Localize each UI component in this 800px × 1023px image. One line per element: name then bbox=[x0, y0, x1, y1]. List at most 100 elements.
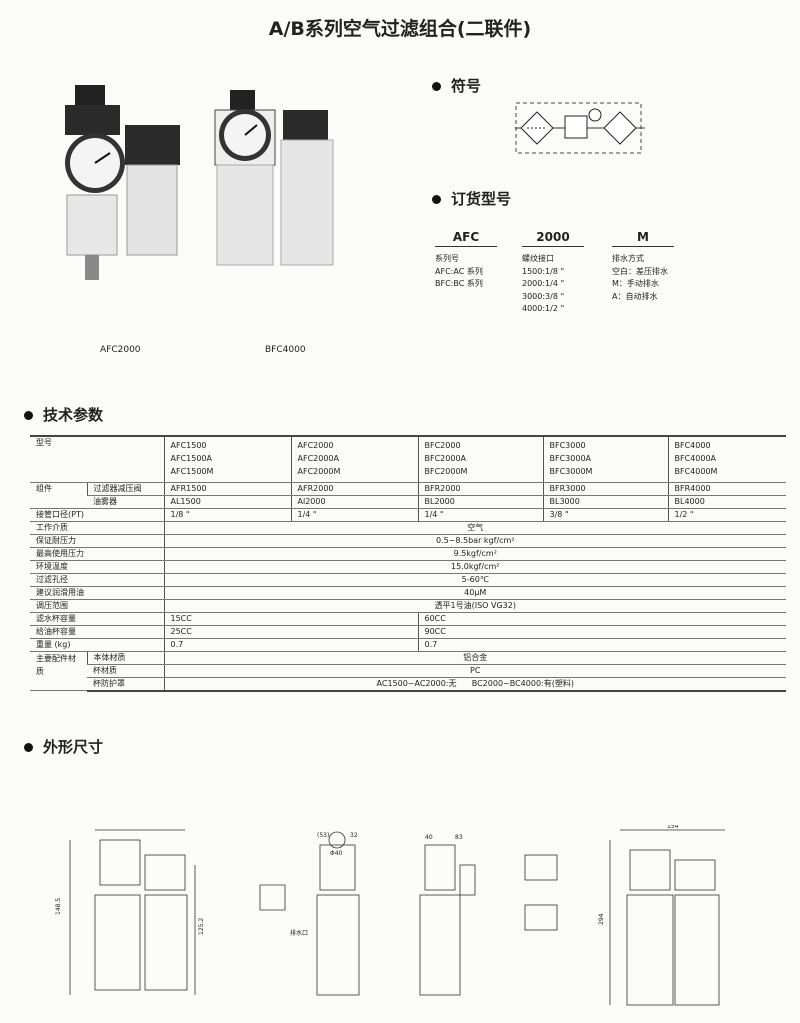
sub-label: 过滤器减压阀 bbox=[86, 481, 164, 496]
cell: 空气 bbox=[163, 520, 786, 535]
cell: 1/4 " bbox=[290, 507, 418, 522]
row-label: 工作介质 bbox=[30, 520, 164, 535]
cell: PC bbox=[163, 663, 786, 678]
product-photos bbox=[65, 85, 334, 280]
product-caption: AFC2000 bbox=[100, 345, 141, 355]
cell: 铝合金 bbox=[163, 650, 786, 665]
afc2000-photo bbox=[65, 85, 180, 280]
order-code: M bbox=[612, 230, 674, 247]
bfc4000-photo bbox=[214, 90, 334, 266]
order-drain: M 排水方式 空白：差压排水 M：手动排水 A：自动排水 bbox=[612, 230, 674, 303]
order-line: 1500:1/8 " bbox=[522, 266, 565, 276]
bullet-icon bbox=[432, 195, 441, 204]
dim-label: 40 bbox=[425, 834, 433, 841]
drawing-b-front bbox=[419, 844, 476, 996]
order-line: 3000:3/8 " bbox=[522, 291, 565, 301]
cell: 9.5kgf/cm² bbox=[163, 546, 786, 561]
row-label: 环境温度 bbox=[30, 559, 164, 574]
dim-label: (53) bbox=[317, 832, 329, 839]
dim-label: 125.2 bbox=[198, 918, 205, 935]
order-line: 4000:1/2 " bbox=[522, 304, 565, 313]
row-label: 型号 bbox=[30, 435, 164, 483]
heading-text: 外形尺寸 bbox=[43, 738, 104, 756]
cell: AFR2000 bbox=[290, 481, 418, 496]
row-label: 给油杯容量 bbox=[30, 624, 164, 639]
row-label: 调压范围 bbox=[30, 598, 164, 613]
dim-label: 154 bbox=[667, 825, 679, 830]
row-label: 主要配件材质 bbox=[30, 650, 87, 691]
cell: 15CC bbox=[163, 611, 418, 626]
cell: 0.7 bbox=[417, 637, 786, 652]
row-label: 组件 bbox=[30, 481, 87, 509]
cell: 透平1号油(ISO VG32) bbox=[163, 598, 786, 613]
dim-label: 294 bbox=[598, 913, 605, 925]
cell: 15.0kgf/cm² bbox=[163, 559, 786, 574]
drawing-b-assembly bbox=[609, 829, 725, 1006]
order-line: 排水方式 bbox=[612, 254, 644, 263]
cell: BL3000 bbox=[542, 494, 668, 509]
cell: 1/2 " bbox=[667, 507, 786, 522]
row-label: 最高使用压力 bbox=[30, 546, 164, 561]
cell: 1/4 " bbox=[417, 507, 543, 522]
dim-label: 83 bbox=[455, 834, 463, 841]
cell: 90CC bbox=[417, 624, 786, 639]
order-line: M：手动排水 bbox=[612, 279, 659, 288]
pneumatic-symbol bbox=[515, 102, 645, 154]
cell: 1/8 " bbox=[163, 507, 291, 522]
sub-label: 本体材质 bbox=[86, 650, 164, 665]
order-code: AFC bbox=[435, 230, 497, 247]
cell: AC1500~AC2000:无 BC2000~BC4000:有(塑料) bbox=[163, 676, 786, 692]
order-line: 空白：差压排水 bbox=[612, 266, 668, 276]
drawing-side bbox=[259, 831, 360, 996]
cell: BL2000 bbox=[417, 494, 543, 509]
row-label: 接管口径(PT) bbox=[30, 507, 164, 522]
cell: 5-60℃ bbox=[163, 572, 786, 587]
product-caption: BFC4000 bbox=[265, 345, 306, 355]
cell: 0.7 bbox=[163, 637, 418, 652]
heading-text: 技术参数 bbox=[43, 406, 104, 424]
order-line: 系列号 bbox=[435, 254, 459, 263]
heading-text: 订货型号 bbox=[451, 190, 512, 208]
dim-label: Φ40 bbox=[330, 850, 343, 857]
table-row: 工作介质空气 bbox=[30, 520, 786, 535]
order-line: BFC:BC 系列 bbox=[435, 279, 483, 288]
cell: 3/8 " bbox=[542, 507, 668, 522]
dimension-drawings: 88 148.5 125.2 (53) 32 Φ40 排水口 40 83 154… bbox=[55, 825, 725, 1006]
cell: BL4000 bbox=[667, 494, 786, 509]
bullet-icon bbox=[24, 743, 33, 752]
order-port: 2000 螺纹接口 1500:1/8 " 2000:1/4 " 3000:3/8… bbox=[522, 230, 584, 316]
sub-label: 油雾器 bbox=[87, 494, 164, 509]
table-row: 调压范围透平1号油(ISO VG32) bbox=[30, 598, 786, 613]
page-title: A/B系列空气过滤组合(二联件) bbox=[268, 18, 532, 40]
order-line: 2000:1/4 " bbox=[522, 279, 565, 288]
order-code: 2000 bbox=[522, 230, 584, 247]
dim-label: 排水口 bbox=[290, 929, 308, 937]
row-label: 重量 (kg) bbox=[30, 637, 164, 652]
sub-label: 杯防护罩 bbox=[87, 676, 164, 692]
row-label: 建议润滑用油 bbox=[30, 585, 164, 600]
heading-text: 符号 bbox=[451, 77, 482, 95]
dimension-heading: 外形尺寸 bbox=[24, 736, 103, 757]
dim-label: 88 bbox=[135, 825, 143, 826]
spec-heading: 技术参数 bbox=[24, 404, 103, 425]
cell: AL1500 bbox=[163, 494, 291, 509]
cell: 25CC bbox=[163, 624, 418, 639]
cell: BFR3000 bbox=[542, 481, 668, 496]
cell: 40μM bbox=[163, 585, 786, 600]
